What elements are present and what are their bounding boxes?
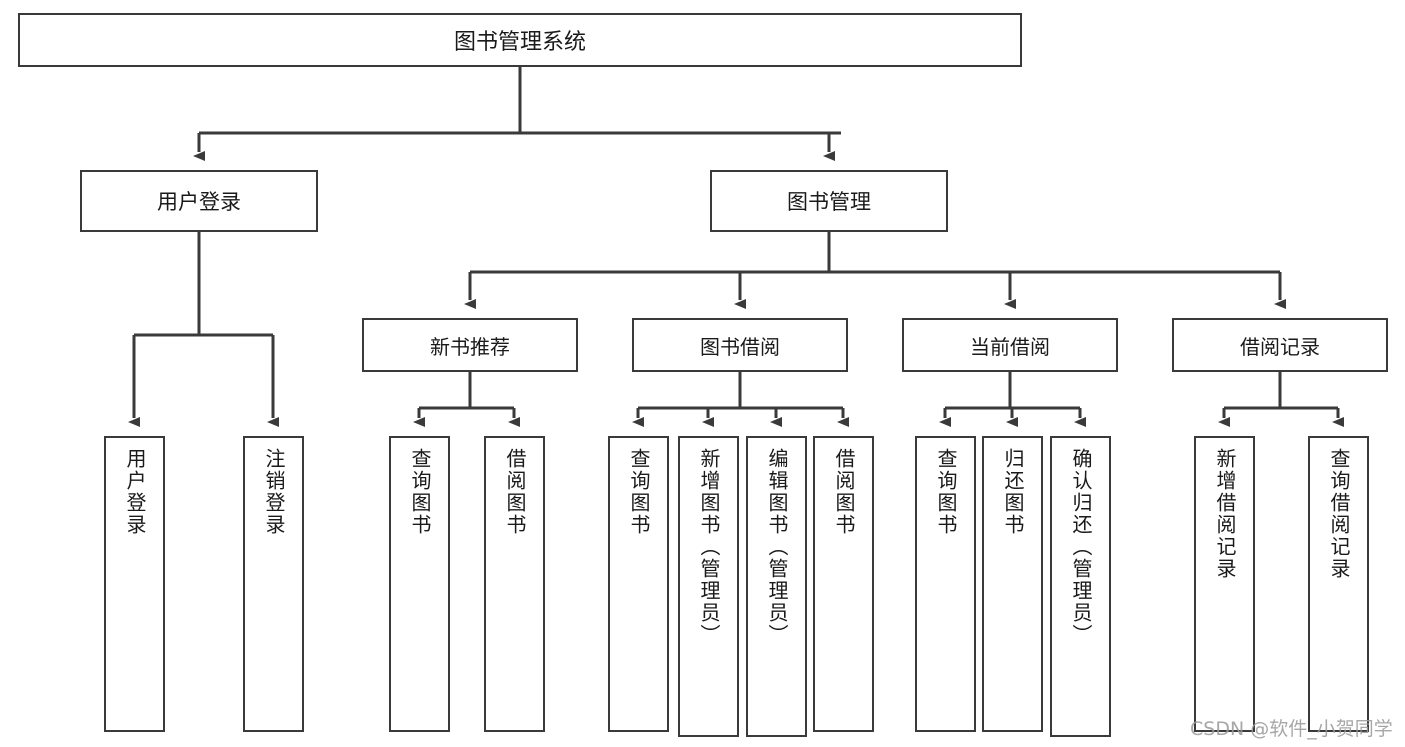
leaf-node[interactable]: 查询图书 <box>389 436 450 732</box>
leaf-label: 查询借阅记录 <box>1327 448 1351 580</box>
leaf-node[interactable]: 确认归还（管理员） <box>1050 436 1111 737</box>
csdn-watermark: CSDN @软件_小贺同学 <box>1190 718 1393 740</box>
leaf-label: 编辑图书（管理员） <box>765 448 789 646</box>
leaf-label: 用户登录 <box>123 448 147 536</box>
node-book-management[interactable]: 图书管理 <box>710 170 948 232</box>
leaf-node[interactable]: 借阅图书 <box>813 436 874 732</box>
leaf-label: 借阅图书 <box>832 448 856 536</box>
leaf-label: 新增图书（管理员） <box>697 448 721 646</box>
leaf-label: 查询图书 <box>627 448 651 536</box>
leaf-node[interactable]: 新增借阅记录 <box>1194 436 1255 732</box>
node-root-system[interactable]: 图书管理系统 <box>18 13 1022 67</box>
leaf-node[interactable]: 查询图书 <box>608 436 669 732</box>
node-user-login[interactable]: 用户登录 <box>80 170 318 232</box>
leaf-node[interactable]: 归还图书 <box>982 436 1043 732</box>
node-book-borrow[interactable]: 图书借阅 <box>632 318 848 372</box>
node-new-book-recommend[interactable]: 新书推荐 <box>362 318 578 372</box>
leaf-node[interactable]: 新增图书（管理员） <box>678 436 739 737</box>
leaf-node[interactable]: 用户登录 <box>104 436 165 732</box>
leaf-label: 注销登录 <box>262 448 286 536</box>
leaf-label: 查询图书 <box>934 448 958 536</box>
leaf-node[interactable]: 查询借阅记录 <box>1308 436 1369 732</box>
leaf-node[interactable]: 编辑图书（管理员） <box>746 436 807 737</box>
leaf-label: 归还图书 <box>1001 448 1025 536</box>
leaf-label: 新增借阅记录 <box>1213 448 1237 580</box>
leaf-label: 借阅图书 <box>503 448 527 536</box>
leaf-node[interactable]: 注销登录 <box>243 436 304 732</box>
leaf-node[interactable]: 查询图书 <box>915 436 976 732</box>
leaf-node[interactable]: 借阅图书 <box>484 436 545 732</box>
node-current-borrow[interactable]: 当前借阅 <box>902 318 1118 372</box>
node-borrow-record[interactable]: 借阅记录 <box>1172 318 1388 372</box>
leaf-label: 查询图书 <box>408 448 432 536</box>
leaf-label: 确认归还（管理员） <box>1069 448 1093 646</box>
